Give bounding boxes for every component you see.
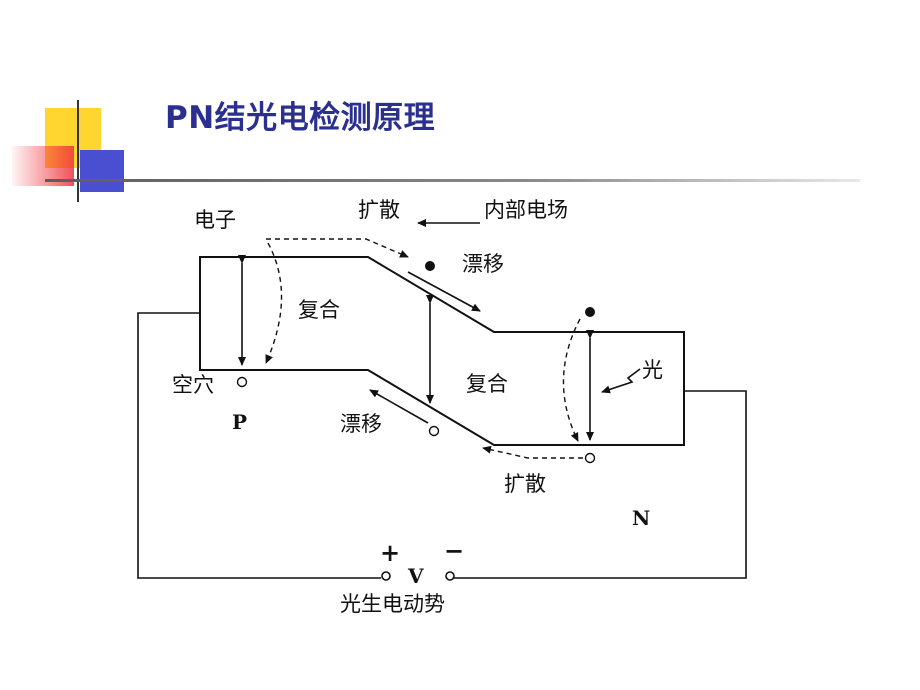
hole-dot-middle [428,425,440,437]
hole-drift-arrow [369,389,429,424]
positive-terminal [381,571,391,581]
electron-diffusion-path [266,238,409,258]
label-minus: − [444,536,464,565]
slide-title: PN结光电检测原理 [165,100,436,136]
label-plus: + [380,538,400,567]
electron-dot-top [425,261,435,271]
light-arrow [601,368,641,394]
label-voltage: V [407,564,424,588]
label-n-region: N [632,506,650,530]
external-circuit-wire [137,312,747,579]
negative-terminal [445,571,455,581]
hole-diffusion-path [482,445,583,459]
electron-recombine-arc [265,242,283,364]
label-hole: 空穴 [172,373,214,397]
label-recombine-right: 复合 [466,372,508,396]
label-internal-field: 内部电场 [484,198,568,222]
junction-body-outline [199,256,685,446]
right-recombine-arc [562,318,581,442]
electron-drift-arrow [407,271,481,312]
deco-blue-square [80,150,124,192]
label-light: 光 [642,358,663,382]
label-photo-emf: 光生电动势 [340,592,445,616]
label-p-region: P [232,410,247,434]
deco-vertical-line [77,100,79,202]
label-drift-bottom: 漂移 [340,412,382,436]
label-electron: 电子 [194,208,236,232]
label-drift-top: 漂移 [462,252,504,276]
hole-dot-right [584,452,596,464]
label-recombine-left: 复合 [298,298,340,322]
label-diffusion-bottom: 扩散 [504,472,546,496]
pn-junction-diagram: 电子 扩散 内部电场 漂移 复合 空穴 P 漂移 复合 光 扩散 N + V −… [128,195,768,625]
hole-dot-left [236,376,248,388]
label-diffusion-top: 扩散 [358,198,400,222]
title-divider [45,179,860,182]
electron-dot-right [585,307,595,317]
